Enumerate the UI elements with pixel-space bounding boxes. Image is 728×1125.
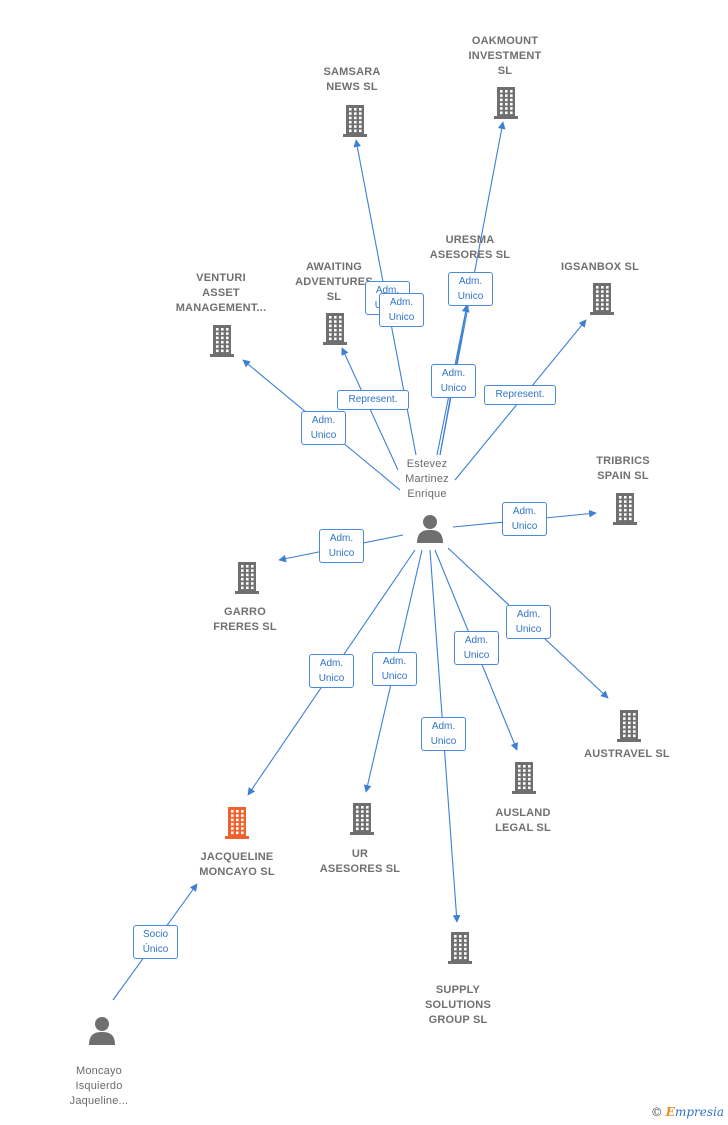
building-icon[interactable] <box>616 708 642 747</box>
building-icon[interactable] <box>511 760 537 799</box>
relation-label[interactable]: Adm. Unico <box>502 502 547 536</box>
building-icon[interactable] <box>234 560 260 599</box>
ausland-node-label[interactable]: AUSLAND LEGAL SL <box>463 806 583 836</box>
node-label-text: Estevez Martinez Enrique <box>405 457 449 500</box>
relation-label[interactable]: Adm. Unico <box>431 364 476 398</box>
relation-label[interactable]: Adm. Unico <box>448 272 493 306</box>
relation-label[interactable]: Adm. Unico <box>379 293 424 327</box>
node-label-text: VENTURI ASSET MANAGEMENT... <box>175 271 267 314</box>
node-label-text: Moncayo Isquierdo Jaqueline... <box>69 1065 129 1107</box>
oakmount-node-label[interactable]: OAKMOUNT INVESTMENT SL <box>445 34 565 79</box>
building-icon[interactable] <box>493 85 519 124</box>
node-label-text: AWAITING ADVENTURES SL <box>295 260 373 303</box>
relation-label[interactable]: Adm. Unico <box>309 654 354 688</box>
venturi-node-label[interactable]: VENTURI ASSET MANAGEMENT... <box>161 271 281 316</box>
building-icon[interactable] <box>589 281 615 320</box>
building-icon[interactable] <box>342 103 368 142</box>
relation-label[interactable]: Adm. Unico <box>319 529 364 563</box>
empresia-brand: ©Empresia <box>650 1105 724 1119</box>
relation-label[interactable]: Adm. Unico <box>301 411 346 445</box>
relation-label[interactable]: Socio Único <box>133 925 178 959</box>
node-label-text: AUSTRAVEL SL <box>584 748 670 760</box>
uresma-node-label[interactable]: URESMA ASESORES SL <box>410 233 530 263</box>
samsara-node-label[interactable]: SAMSARA NEWS SL <box>292 65 412 95</box>
awaiting-node-label[interactable]: AWAITING ADVENTURES SL <box>274 260 394 305</box>
supply-node-label[interactable]: SUPPLY SOLUTIONS GROUP SL <box>398 983 518 1028</box>
relation-label[interactable]: Adm. Unico <box>506 605 551 639</box>
node-label-text: TRIBRICS SPAIN SL <box>596 455 650 482</box>
building-icon[interactable] <box>224 805 250 844</box>
relation-label[interactable]: Represent. <box>337 390 409 410</box>
node-label-text: URESMA ASESORES SL <box>429 234 511 261</box>
building-icon[interactable] <box>612 491 638 530</box>
building-icon[interactable] <box>447 930 473 969</box>
node-label-text: OAKMOUNT INVESTMENT SL <box>468 34 542 77</box>
moncayo-node-label[interactable]: Moncayo Isquierdo Jaqueline... <box>39 1064 159 1109</box>
igsanbox-node-label[interactable]: IGSANBOX SL <box>540 260 660 275</box>
jacqueline-node-label[interactable]: JACQUELINE MONCAYO SL <box>177 850 297 880</box>
node-label-text: IGSANBOX SL <box>561 260 639 273</box>
node-label-text: UR ASESORES SL <box>319 848 401 875</box>
node-label-text: SUPPLY SOLUTIONS GROUP SL <box>425 984 491 1026</box>
person-icon[interactable] <box>87 1015 117 1050</box>
ur-node-label[interactable]: UR ASESORES SL <box>300 847 420 877</box>
tribrics-node-label[interactable]: TRIBRICS SPAIN SL <box>563 454 683 484</box>
node-label-text: SAMSARA NEWS SL <box>323 66 381 93</box>
node-label-text: AUSLAND LEGAL SL <box>495 807 551 834</box>
estevez-node-label[interactable]: Estevez Martinez Enrique <box>367 457 487 502</box>
building-icon[interactable] <box>349 801 375 840</box>
person-icon[interactable] <box>415 513 445 548</box>
relation-label[interactable]: Represent. <box>484 385 556 405</box>
relation-label[interactable]: Adm. Unico <box>372 652 417 686</box>
garro-node-label[interactable]: GARRO FRERES SL <box>185 605 305 635</box>
relation-label[interactable]: Adm. Unico <box>454 631 499 665</box>
building-icon[interactable] <box>209 323 235 362</box>
relation-label[interactable]: Adm. Unico <box>421 717 466 751</box>
node-label-text: GARRO FRERES SL <box>213 606 277 633</box>
building-icon[interactable] <box>322 311 348 350</box>
node-label-text: JACQUELINE MONCAYO SL <box>199 851 275 878</box>
austravel-node-label[interactable]: AUSTRAVEL SL <box>567 747 687 762</box>
